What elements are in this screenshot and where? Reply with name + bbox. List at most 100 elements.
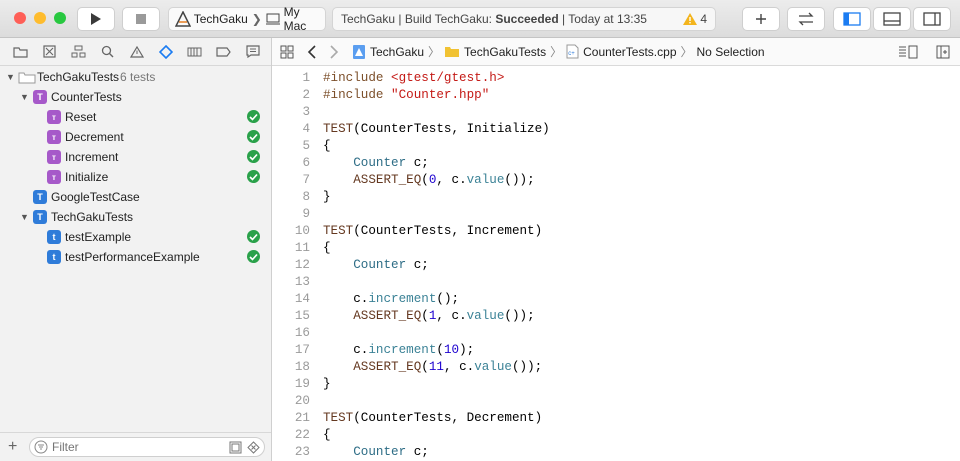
destination-name: My Mac (283, 5, 307, 33)
related-items-icon[interactable] (280, 45, 294, 59)
test-case-row[interactable]: ᴛ Initialize (0, 167, 271, 187)
code-line[interactable]: 19} (272, 376, 960, 393)
symbol-navigator-tab[interactable] (64, 38, 93, 66)
disclosure-triangle-icon[interactable]: ▼ (20, 92, 29, 102)
code-token: { (323, 241, 331, 255)
breadcrumb-file[interactable]: CounterTests.cpp (583, 44, 677, 59)
warnings-indicator[interactable]: 4 (683, 12, 707, 26)
code-token: ); (459, 343, 475, 357)
code-line[interactable]: 23 Counter c; (272, 444, 960, 461)
find-navigator-tab[interactable] (93, 38, 122, 66)
line-number: 17 (294, 343, 310, 357)
breadcrumb-project[interactable]: TechGaku (370, 44, 425, 59)
test-case-row[interactable]: ᴛ Increment (0, 147, 271, 167)
code-token (323, 309, 353, 323)
editor-options-icon[interactable] (898, 45, 918, 59)
test-target-root[interactable]: ▼ TechGakuTests 6 tests (0, 67, 271, 87)
line-number: 14 (294, 292, 310, 306)
line-number: 21 (294, 411, 310, 425)
test-class-row[interactable]: T GoogleTestCase (0, 187, 271, 207)
filter-icon (34, 440, 48, 454)
code-token: (CounterTests, Initialize) (353, 122, 550, 136)
disclosure-triangle-icon[interactable]: ▼ (20, 212, 29, 222)
test-bundle-icon (18, 72, 36, 84)
toggle-debug-area-button[interactable] (873, 7, 911, 31)
test-case-row[interactable]: t testExample (0, 227, 271, 247)
filter-field[interactable] (29, 437, 265, 457)
code-token: { (323, 428, 331, 442)
breadcrumb: TechGaku 〉 TechGakuTests 〉 c+ CounterTes… (352, 43, 765, 60)
code-line[interactable]: 16 (272, 325, 960, 342)
code-line[interactable]: 2#include "Counter.hpp" (272, 87, 960, 104)
plus-icon (756, 14, 766, 24)
issue-navigator-tab[interactable] (122, 38, 151, 66)
source-editor[interactable]: 1#include <gtest/gtest.h>2#include "Coun… (272, 66, 960, 461)
stop-button[interactable] (122, 7, 160, 31)
add-button[interactable]: + (8, 438, 18, 455)
code-token: Counter (353, 258, 407, 272)
code-line[interactable]: 1#include <gtest/gtest.h> (272, 70, 960, 87)
code-line[interactable]: 7 ASSERT_EQ(0, c.value()); (272, 172, 960, 189)
code-line[interactable]: 11{ (272, 240, 960, 257)
toggle-inspector-button[interactable] (913, 7, 951, 31)
filter-input[interactable] (52, 440, 212, 454)
code-line[interactable]: 9 (272, 206, 960, 223)
forward-chevron-icon[interactable] (329, 44, 339, 59)
library-button[interactable] (742, 7, 780, 31)
failed-tests-icon[interactable] (247, 440, 260, 454)
debug-navigator-tab[interactable] (180, 38, 209, 66)
run-button[interactable] (77, 7, 115, 31)
breadcrumb-selection[interactable]: No Selection (696, 44, 765, 59)
disclosure-triangle-icon[interactable]: ▼ (6, 72, 15, 82)
report-navigator-tab[interactable] (238, 38, 267, 66)
code-line[interactable]: 8} (272, 189, 960, 206)
test-case-row[interactable]: ᴛ Reset (0, 107, 271, 127)
test-class-icon: T (33, 210, 47, 224)
code-review-button[interactable] (787, 7, 825, 31)
test-class-row[interactable]: ▼ T TechGakuTests (0, 207, 271, 227)
code-line[interactable]: 17 c.increment(10); (272, 342, 960, 359)
back-chevron-icon[interactable] (307, 44, 317, 59)
code-line[interactable]: 15 ASSERT_EQ(1, c.value()); (272, 308, 960, 325)
code-line[interactable]: 6 Counter c; (272, 155, 960, 172)
add-editor-icon[interactable] (936, 45, 950, 59)
minimize-window-button[interactable] (34, 12, 46, 24)
test-case-row[interactable]: ᴛ Decrement (0, 127, 271, 147)
code-line[interactable]: 14 c.increment(); (272, 291, 960, 308)
close-window-button[interactable] (14, 12, 26, 24)
breakpoint-navigator-tab[interactable] (209, 38, 238, 66)
code-token: ( (421, 173, 429, 187)
code-line[interactable]: 5{ (272, 138, 960, 155)
bottom-panel-icon (883, 12, 901, 26)
toggle-navigator-button[interactable] (833, 7, 871, 31)
code-line[interactable]: 12 Counter c; (272, 257, 960, 274)
zoom-window-button[interactable] (54, 12, 66, 24)
code-line[interactable]: 20 (272, 393, 960, 410)
xcode-app-icon (175, 11, 191, 27)
test-passed-icon (247, 110, 260, 123)
activity-status: Succeeded (495, 12, 559, 26)
xcode-project-icon (353, 44, 365, 59)
code-token: ( (421, 360, 429, 374)
line-number: 5 (302, 139, 310, 153)
code-line[interactable]: 22{ (272, 427, 960, 444)
breadcrumb-group[interactable]: TechGakuTests (464, 44, 547, 59)
code-token: (CounterTests, Decrement) (353, 411, 543, 425)
scheme-selector[interactable]: TechGaku ❯ My Mac (168, 5, 326, 33)
code-line[interactable]: 13 (272, 274, 960, 291)
code-line[interactable]: 3 (272, 104, 960, 121)
test-case-row[interactable]: t testPerformanceExample (0, 247, 271, 267)
test-class-icon: T (33, 190, 47, 204)
code-text: #include "Counter.hpp" (323, 87, 489, 104)
project-navigator-tab[interactable] (6, 38, 35, 66)
code-line[interactable]: 18 ASSERT_EQ(11, c.value()); (272, 359, 960, 376)
split-divider[interactable] (271, 38, 272, 461)
source-control-navigator-tab[interactable] (35, 38, 64, 66)
code-token: ()); (504, 173, 535, 187)
test-navigator-tab[interactable] (151, 38, 180, 66)
test-class-row[interactable]: ▼ T CounterTests (0, 87, 271, 107)
show-tests-icon[interactable] (229, 441, 242, 454)
